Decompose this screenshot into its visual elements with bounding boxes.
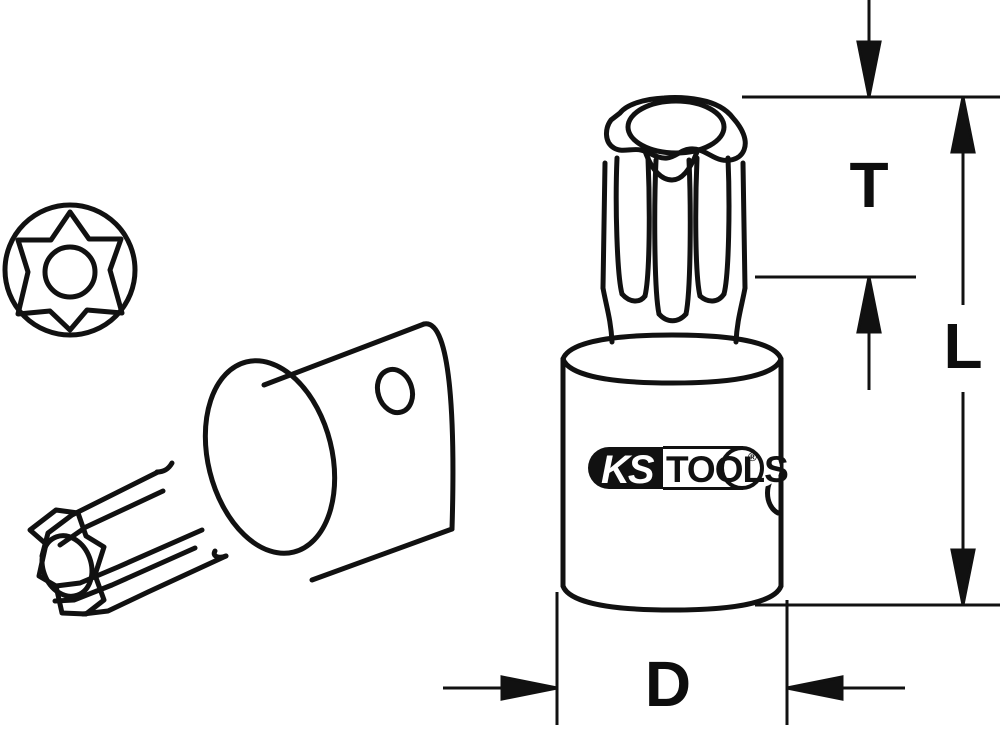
bit-top-inner-notch [642,148,700,183]
bit-lobe-flute-mid-left [652,157,662,317]
tip-end-view [2,202,138,338]
body-bottom-arc [560,583,784,613]
bit-lobe-tip-left [619,291,648,304]
iso-bit-lobe-lower [80,553,229,617]
iso-body-far-face [421,321,456,532]
iso-bit-lobe-mid-bottom [52,545,198,604]
bit-outer-left-edge [600,160,608,291]
bit-lobe-tip-right [697,291,727,304]
logo-badge-right-cap [761,449,780,487]
iso-bit-lobe-mid-top [53,527,205,589]
ks-tools-logo: KS TOOLS ® [588,446,789,492]
bit-lobe-flute-mid-right [683,157,693,317]
dim-l-label: L [943,310,982,382]
dim-d-left-arrowhead [500,675,558,701]
bit-lobe-flute-left-outer [613,155,625,297]
logo-badge-right-panel [663,449,761,487]
end-view-outer-circle [2,202,138,338]
bit-lobe-tip-mid [656,311,689,324]
isometric-view [27,321,456,617]
dimension-lines: T L D [443,0,1000,725]
dim-d-right-arrowhead [786,675,844,701]
dim-t-lower-arrowhead [856,276,882,334]
shoulder-left [600,285,615,345]
bit-top-center-bore [625,98,727,156]
dimension-D: D [443,648,905,720]
dimension-T: T [849,0,889,390]
bit-lobe-flute-right-inner [693,155,703,299]
iso-body-bottom-edge [309,526,455,583]
dim-t-label: T [849,149,888,221]
bit-top-star-face [604,95,748,163]
logo-tools-text: TOOLS [666,449,788,490]
dim-d-label: D [645,648,691,720]
front-elevation-view [560,95,784,613]
bit-outer-right-edge [740,160,748,291]
iso-bit-tip-center-bore [39,533,95,599]
logo-ks-text: KS [601,448,655,492]
iso-body-detent-hole [374,366,416,416]
body-top-face-back-arc [560,356,784,386]
logo-registered-icon: ® [748,450,757,464]
dim-l-upper-arrowhead [950,96,976,154]
dim-l-lower-arrowhead [950,548,976,606]
logo-badge-top-rule [663,446,743,449]
dimension-L: L [943,96,983,606]
bit-lobe-flute-left-inner [642,155,652,299]
end-view-torx-lobes [15,209,125,333]
dim-t-upper-arrowhead [856,40,882,98]
bit-lobe-flute-right-outer [721,155,732,297]
shoulder-right [733,285,748,345]
logo-badge-bottom-rule [663,487,743,490]
body-top-face-front-arc [560,332,784,362]
iso-body-near-face [202,358,338,556]
end-view-center-bore [42,244,98,300]
